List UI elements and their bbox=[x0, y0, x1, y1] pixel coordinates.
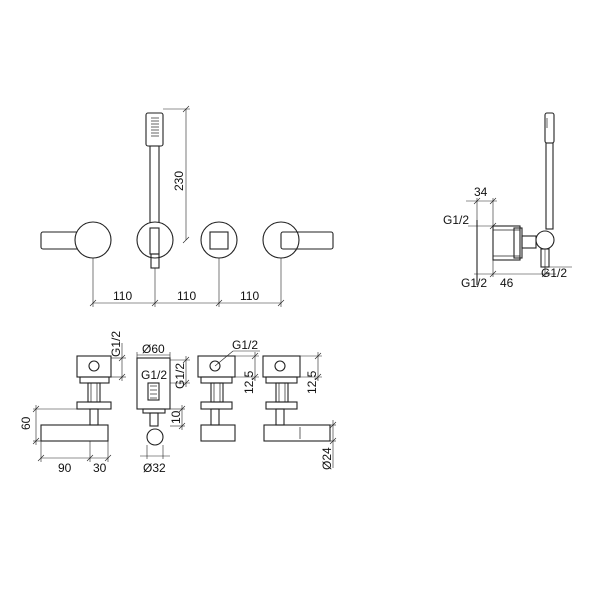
side-thread-bottom-right: G1/2 bbox=[541, 266, 567, 280]
rosette-1 bbox=[74, 221, 112, 259]
lever-4 bbox=[280, 231, 334, 250]
section-thread-2: G1/2 bbox=[141, 368, 167, 382]
hand-shower-handle bbox=[149, 145, 160, 229]
dim-spacing-3: 110 bbox=[240, 289, 259, 303]
dim-60-label: 60 bbox=[19, 416, 33, 430]
section-views: 60 90 30 G1/2 bbox=[19, 331, 337, 475]
section-c: G1/2 12,5 bbox=[197, 338, 260, 442]
dim-34-label: 34 bbox=[474, 185, 488, 199]
side-view: 34 G1/2 G1/2 46 G1/2 bbox=[443, 112, 572, 290]
dim-10-label: 10 bbox=[169, 410, 183, 424]
dim-spacing bbox=[89, 258, 285, 307]
wall-connection-rosette bbox=[136, 221, 174, 259]
dim-46-label: 46 bbox=[500, 276, 514, 290]
dim-spacing-1: 110 bbox=[113, 289, 132, 303]
dia-60-label: Ø60 bbox=[142, 342, 165, 356]
shower-nozzles bbox=[151, 117, 159, 137]
dim-12-5-a: 12,5 bbox=[242, 370, 256, 394]
side-thread-bottom-left: G1/2 bbox=[461, 276, 487, 290]
side-body bbox=[492, 225, 521, 261]
dim-230-label: 230 bbox=[172, 171, 186, 191]
section-thread-3: G1/2 bbox=[232, 338, 258, 352]
side-connector bbox=[521, 235, 537, 249]
side-shower-head bbox=[544, 112, 555, 144]
dim-spacing-2: 110 bbox=[177, 289, 196, 303]
dim-230 bbox=[163, 105, 190, 244]
lever-3-stub bbox=[209, 231, 229, 250]
section-thread-2b: G1/2 bbox=[173, 363, 187, 389]
dim-30-label: 30 bbox=[93, 461, 107, 475]
dia-24-label: Ø24 bbox=[320, 447, 334, 470]
front-view: 230 110 110 110 bbox=[40, 105, 334, 307]
dim-90-label: 90 bbox=[58, 461, 72, 475]
section-a: 60 90 30 G1/2 bbox=[19, 331, 126, 475]
dia-32-label: Ø32 bbox=[143, 461, 166, 475]
section-thread-1: G1/2 bbox=[109, 331, 123, 357]
dim-12-5-b: 12,5 bbox=[305, 370, 319, 394]
rosette-3 bbox=[200, 221, 238, 259]
section-d: 12,5 Ø24 bbox=[262, 352, 337, 470]
section-b: Ø60 G1/2 10 G1/2 bbox=[136, 342, 190, 475]
side-shower-handle bbox=[545, 142, 554, 230]
side-holder bbox=[535, 230, 555, 250]
side-flange bbox=[513, 227, 523, 259]
side-thread-top: G1/2 bbox=[443, 213, 469, 227]
